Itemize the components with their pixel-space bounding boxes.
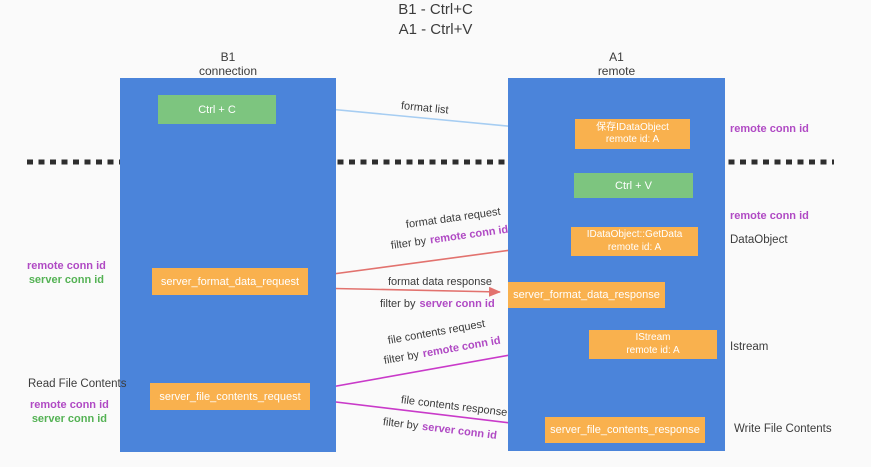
format-data-response-label: format data response: [388, 276, 492, 288]
server-conn-id-highlight: server conn id: [421, 420, 498, 442]
server-conn-id-highlight: server conn id: [419, 298, 495, 310]
getdata-line2: remote id: A: [607, 241, 662, 253]
getdata-line1: IDataObject::GetData: [586, 229, 683, 240]
ctrl-v-box: Ctrl + V: [574, 173, 693, 198]
diagram-title: B1 - Ctrl+C A1 - Ctrl+V: [0, 0, 871, 40]
idataobject-getdata-box: IDataObject::GetData remote id: A: [571, 227, 698, 256]
remote-conn-id-highlight: remote conn id: [429, 223, 509, 247]
server-format-data-request-box: server_format_data_request: [152, 268, 308, 295]
filter-by-text: filter by: [382, 416, 419, 433]
save-dataobject-line1: 保存IDataObject: [596, 121, 669, 133]
file-contents-response-label: file contents response: [400, 394, 508, 419]
conn-id-pair-left-bottom: remote conn id server conn id: [30, 398, 109, 426]
dataobject-label: DataObject: [730, 234, 788, 246]
server-file-contents-request-box: server_file_contents_request: [150, 383, 310, 410]
server-file-contents-response-label: server_file_contents_response: [550, 424, 700, 436]
remote-conn-id-label-left: remote conn id: [30, 399, 109, 411]
server-format-data-response-box: server_format_data_response: [508, 282, 665, 308]
server-conn-id-label-left: server conn id: [31, 413, 108, 425]
filter-by-text: filter by: [390, 235, 427, 252]
save-dataobject-line2: remote id: A: [605, 134, 660, 145]
lifeline-name-a1: A1: [609, 50, 624, 64]
file-contents-response-filter-label: filter by server conn id: [382, 416, 497, 442]
istream-line2: remote id: A: [626, 344, 680, 356]
save-dataobject-box: 保存IDataObject remote id: A: [575, 119, 690, 149]
remote-conn-id-label-left: remote conn id: [27, 260, 106, 272]
server-file-contents-request-label: server_file_contents_request: [159, 390, 301, 403]
lifeline-header-a1: A1 remote: [508, 50, 725, 78]
format-data-response-filter-label: filter by server conn id: [380, 298, 495, 310]
ctrl-c-box: Ctrl + C: [158, 95, 276, 124]
title-line-1: B1 - Ctrl+C: [398, 1, 473, 18]
istream-line1: IStream: [635, 332, 671, 343]
remote-conn-id-label-right-top: remote conn id: [730, 123, 809, 135]
lifeline-role-remote: remote: [597, 64, 636, 78]
write-file-contents-label: Write File Contents: [734, 423, 832, 435]
filter-by-text: filter by: [380, 298, 416, 310]
server-file-contents-response-box: server_file_contents_response: [545, 417, 705, 443]
format-list-label: format list: [400, 100, 450, 117]
ctrl-c-label: Ctrl + C: [198, 103, 236, 116]
server-format-data-request-label: server_format_data_request: [160, 275, 300, 288]
read-file-contents-label: Read File Contents: [28, 378, 127, 390]
ctrl-v-label: Ctrl + V: [615, 179, 652, 192]
remote-conn-id-label-right-mid: remote conn id: [730, 210, 809, 222]
lifeline-header-b1: B1 connection: [120, 50, 336, 78]
istream-side-label: Istream: [730, 341, 769, 353]
server-format-data-response-label: server_format_data_response: [513, 289, 660, 301]
lifeline-role-connection: connection: [198, 64, 258, 78]
server-conn-id-label-left: server conn id: [28, 274, 105, 286]
conn-id-pair-left-top: remote conn id server conn id: [27, 259, 106, 287]
title-line-2: A1 - Ctrl+V: [398, 21, 473, 38]
lifeline-name-b1: B1: [220, 50, 236, 64]
format-data-response-arrow: [310, 286, 501, 297]
istream-box: IStream remote id: A: [589, 330, 717, 359]
filter-by-text: filter by: [382, 348, 420, 367]
